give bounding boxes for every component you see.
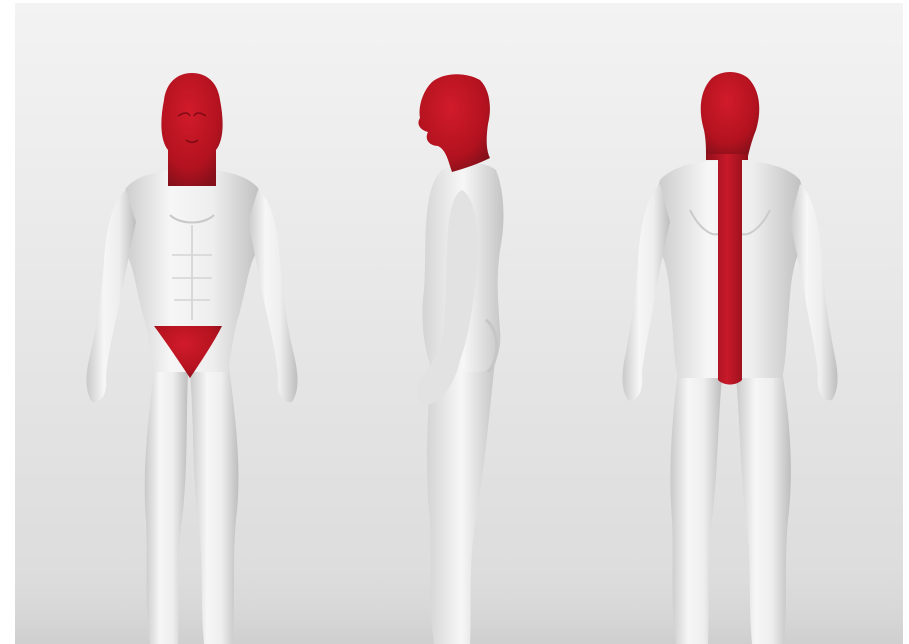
front-head-neck-highlight	[161, 73, 222, 186]
back-head-highlight	[701, 72, 760, 156]
